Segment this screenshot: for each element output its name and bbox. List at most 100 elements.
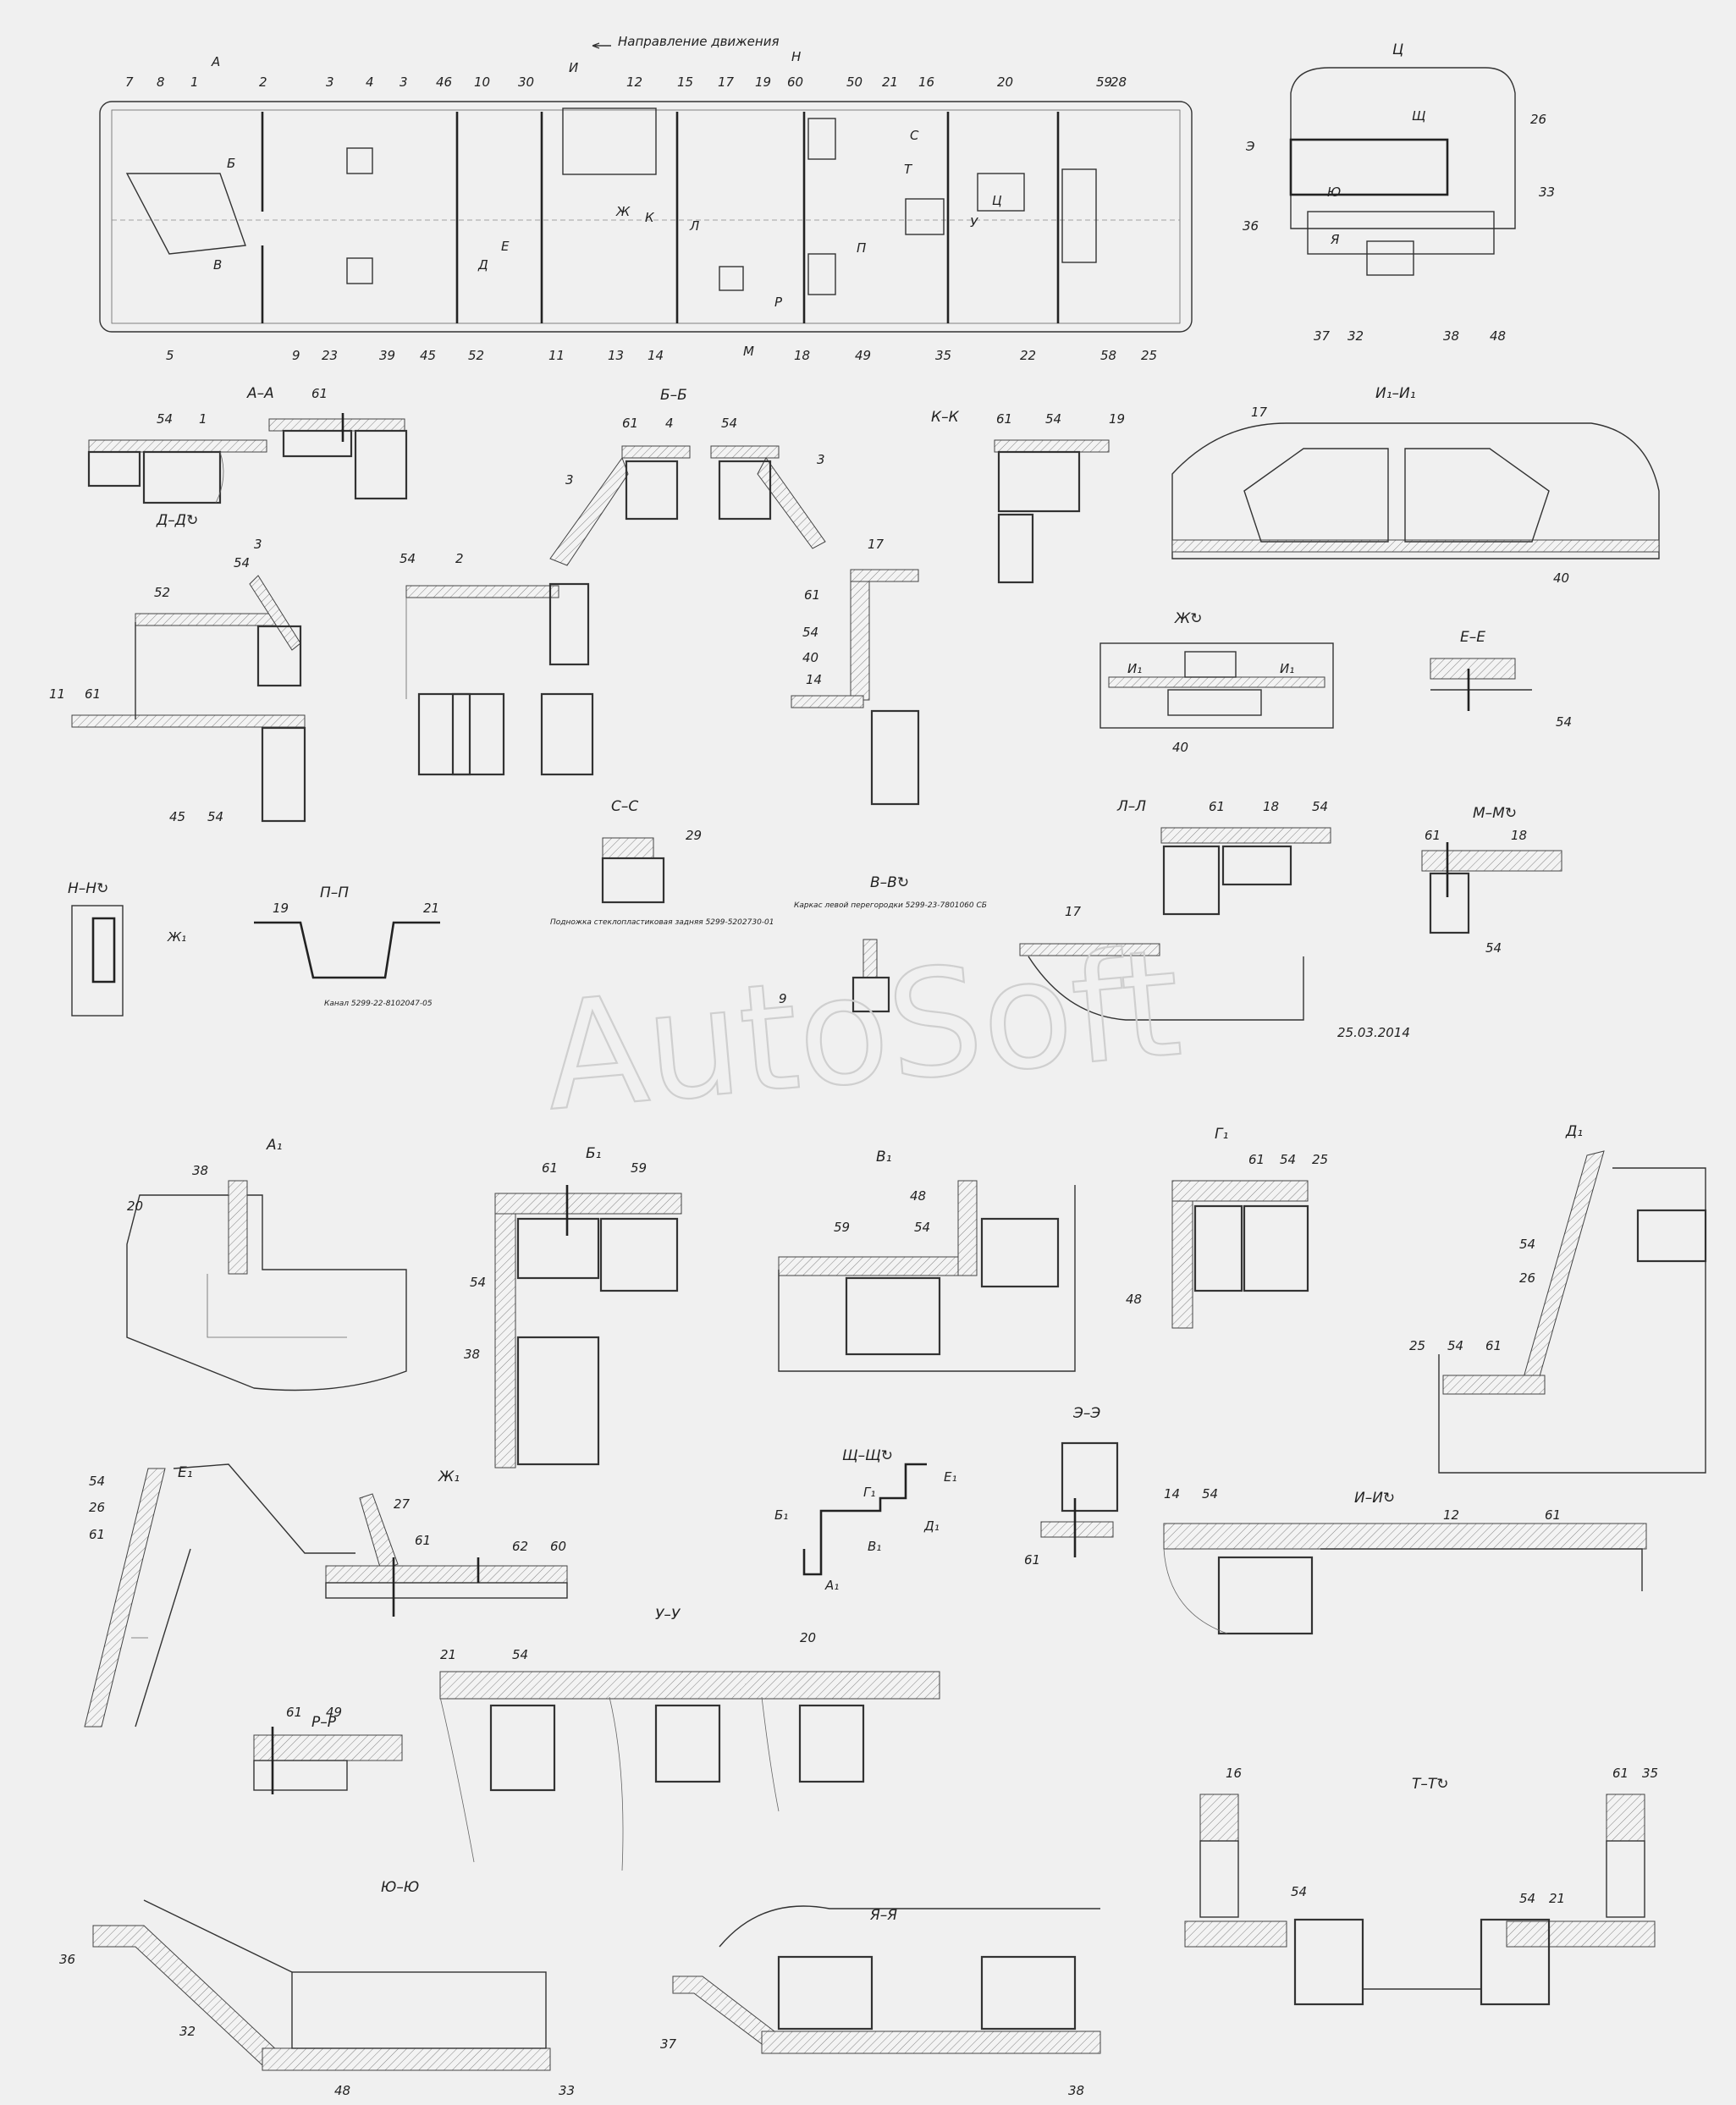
svg-text:37: 37 xyxy=(1314,328,1331,344)
detail-ii-title: И–И↻ xyxy=(1354,1490,1395,1507)
box-28 xyxy=(1061,168,1097,263)
direction-label: Направление движения xyxy=(618,34,779,49)
svg-text:19: 19 xyxy=(1109,411,1125,427)
section-bb: Б–Б 61 4 54 3 3 54 2 xyxy=(400,387,826,776)
svg-text:35: 35 xyxy=(935,348,951,363)
svg-text:18: 18 xyxy=(1511,828,1527,843)
svg-text:61: 61 xyxy=(1024,1552,1040,1568)
svg-text:20: 20 xyxy=(997,74,1013,90)
direction-arrow xyxy=(592,42,611,49)
svg-text:26: 26 xyxy=(89,1500,105,1515)
svg-text:5: 5 xyxy=(166,348,174,363)
svg-text:59: 59 xyxy=(631,1160,647,1176)
svg-text:2: 2 xyxy=(259,74,267,90)
svg-text:Б₁: Б₁ xyxy=(774,1507,788,1523)
svg-text:54: 54 xyxy=(1447,1338,1463,1353)
svg-text:18: 18 xyxy=(794,348,810,363)
svg-text:14: 14 xyxy=(806,672,822,687)
svg-text:54: 54 xyxy=(89,1474,105,1489)
svg-text:Л: Л xyxy=(689,218,699,234)
rear-body-outline xyxy=(1290,67,1516,229)
svg-text:58: 58 xyxy=(1100,348,1116,363)
svg-text:33: 33 xyxy=(559,2083,575,2098)
section-pp-title: П–П xyxy=(320,884,349,901)
section-ll: Л–Л 61 18 54 17 xyxy=(1019,798,1331,1021)
svg-text:33: 33 xyxy=(1539,185,1555,200)
svg-text:38: 38 xyxy=(1443,328,1459,344)
svg-text:И: И xyxy=(569,60,578,75)
detail-ii: И–И↻ 14 54 12 61 xyxy=(1163,1486,1647,1635)
svg-text:59: 59 xyxy=(1096,74,1112,90)
section-zh-title: Ж↻ xyxy=(1174,610,1203,627)
svg-text:14: 14 xyxy=(648,348,664,363)
svg-text:9: 9 xyxy=(779,991,787,1006)
svg-text:29: 29 xyxy=(686,828,702,843)
section-aa-title: А–А xyxy=(246,385,274,402)
svg-text:2: 2 xyxy=(455,551,464,566)
svg-text:62: 62 xyxy=(512,1539,528,1554)
svg-text:61: 61 xyxy=(1425,828,1441,843)
hatch-21 xyxy=(905,198,945,235)
svg-text:16: 16 xyxy=(1226,1766,1242,1781)
svg-text:61: 61 xyxy=(1209,799,1225,814)
section-kk: К–К 61 54 19 17 61 54 40 14 xyxy=(791,409,1125,806)
section-bb-title: Б–Б xyxy=(660,387,687,404)
svg-text:32: 32 xyxy=(179,2024,196,2039)
svg-text:4: 4 xyxy=(366,74,374,90)
svg-text:9: 9 xyxy=(292,348,300,363)
svg-text:Г₁: Г₁ xyxy=(863,1485,875,1500)
svg-text:И₁: И₁ xyxy=(1127,661,1142,676)
svg-text:48: 48 xyxy=(910,1188,926,1204)
svg-text:54: 54 xyxy=(1291,1884,1307,1899)
svg-text:36: 36 xyxy=(59,1952,75,1967)
svg-text:Н: Н xyxy=(791,49,801,64)
detail-rr-title: Р–Р xyxy=(311,1714,337,1731)
plan-section-marks: А Б В Д Е Ж И К Л М Н П Р С Т У Ц xyxy=(211,49,1002,359)
detail-yuyu-title: Ю–Ю xyxy=(381,1879,419,1896)
section-nn: Н–Н↻ Ж₁ xyxy=(68,880,186,1017)
svg-text:17: 17 xyxy=(1251,405,1268,420)
svg-text:60: 60 xyxy=(550,1539,566,1554)
rear-step xyxy=(1366,240,1414,276)
hatch-12 xyxy=(562,107,657,175)
svg-text:60: 60 xyxy=(787,74,803,90)
svg-text:Е₁: Е₁ xyxy=(944,1469,957,1485)
svg-text:37: 37 xyxy=(660,2036,677,2052)
svg-text:16: 16 xyxy=(918,74,934,90)
svg-text:61: 61 xyxy=(1612,1766,1629,1781)
svg-text:А₁: А₁ xyxy=(824,1578,839,1593)
box-50 xyxy=(807,118,836,160)
section-ee-title: Е–Е xyxy=(1460,629,1485,646)
detail-zh1: Ж₁ 27 61 62 60 xyxy=(325,1469,568,1617)
svg-text:Д: Д xyxy=(477,257,488,273)
detail-b1: Б₁ 61 59 54 38 xyxy=(464,1145,682,1469)
section-ll-title: Л–Л xyxy=(1116,798,1146,815)
svg-text:54: 54 xyxy=(400,551,416,566)
svg-text:13: 13 xyxy=(608,348,624,363)
box-4 xyxy=(346,147,373,174)
svg-text:14: 14 xyxy=(1164,1486,1180,1502)
section-aa: А–А 54 1 61 xyxy=(87,385,408,504)
svg-text:Р: Р xyxy=(774,295,783,310)
svg-text:54: 54 xyxy=(207,809,223,824)
svg-text:10: 10 xyxy=(474,74,490,90)
svg-text:54: 54 xyxy=(1519,1237,1535,1252)
detail-yuyu: Ю–Ю 36 32 48 33 xyxy=(59,1879,575,2098)
detail-e1-title: Е₁ xyxy=(178,1464,193,1481)
detail-e1: Е₁ 54 26 61 xyxy=(84,1463,355,1728)
svg-text:54: 54 xyxy=(1519,1891,1535,1906)
rear-view-numbers: 26 33 36 37 32 38 48 xyxy=(1243,112,1555,344)
svg-text:61: 61 xyxy=(542,1160,558,1176)
box-18 xyxy=(719,266,744,291)
floor-outline xyxy=(111,109,1181,324)
section-vv-title: В–В↻ xyxy=(870,874,909,891)
svg-text:38: 38 xyxy=(464,1347,480,1362)
svg-text:И₁: И₁ xyxy=(1280,661,1294,676)
svg-text:54: 54 xyxy=(1312,799,1328,814)
svg-text:Ж₁: Ж₁ xyxy=(167,929,186,945)
detail-a1: А₁ 38 20 xyxy=(126,1137,407,1391)
detail-shsh: Щ–Щ↻ Е₁ Г₁ Б₁ Д₁ В₁ А₁ xyxy=(774,1447,957,1593)
svg-text:61: 61 xyxy=(1248,1152,1265,1167)
rear-view-section-marks: Э Щ Ю Я xyxy=(1245,108,1425,247)
rear-engine-hatch xyxy=(1289,138,1449,196)
